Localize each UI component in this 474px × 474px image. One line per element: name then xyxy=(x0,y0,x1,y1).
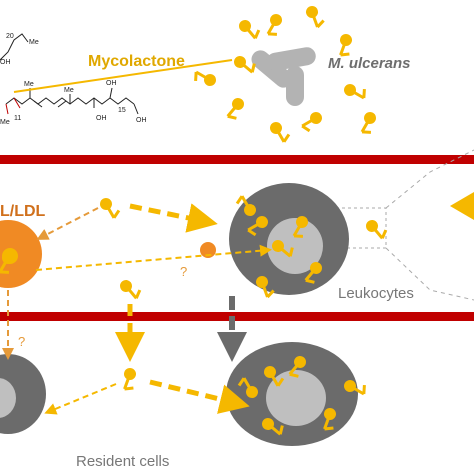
zoom-arrow-head xyxy=(450,192,474,220)
struct-oh-b: OH xyxy=(106,80,117,87)
unknown-marker-2: ? xyxy=(18,334,25,349)
mycolactone-molecule-icon xyxy=(194,70,216,86)
struct-num-15: 15 xyxy=(118,107,126,114)
mycolactone-molecule-icon xyxy=(100,198,121,219)
mycolactone-molecule-icon xyxy=(366,220,388,240)
struct-oh-d: OH xyxy=(136,117,147,124)
struct-oh-c: OH xyxy=(96,115,107,122)
mycolactone-molecules xyxy=(0,6,388,436)
arrow-lipo-to-leukocyte xyxy=(35,244,272,271)
mycolactone-molecule-icon xyxy=(344,84,366,100)
mycolactone-molecule-icon xyxy=(301,112,322,133)
mycolactone-molecule-icon xyxy=(247,216,268,237)
struct-num-20: 20 xyxy=(6,33,14,40)
mycolactone-molecule-icon xyxy=(237,377,258,398)
m-ulcerans-label: M. ulcerans xyxy=(328,55,411,72)
vessel-wall-bottom xyxy=(0,312,474,321)
mycolactone-molecule-icon xyxy=(339,34,352,57)
lipoprotein-small-1 xyxy=(200,242,216,258)
mycolactone-molecule-icon xyxy=(0,252,14,274)
lipoprotein-particle xyxy=(0,220,42,288)
mycolactone-molecule-icon xyxy=(288,356,306,378)
structure-connector-line xyxy=(13,59,233,93)
leukocyte-nucleus xyxy=(267,218,323,274)
mycolactone-molecule-icon xyxy=(344,380,366,396)
mycolactone-molecule-icon xyxy=(360,112,376,134)
resident-cell-left-nucleus xyxy=(0,378,16,418)
struct-me-d: Me xyxy=(0,119,10,126)
struct-oh-a: OH xyxy=(0,59,11,66)
mycolactone-molecule-icon xyxy=(234,56,256,74)
mycolactone-molecule-icon xyxy=(239,20,261,40)
unknown-marker-1: ? xyxy=(180,264,187,279)
struct-me-c: Me xyxy=(64,87,74,94)
zoom-lines xyxy=(385,149,474,209)
mycolactone-molecule-icon xyxy=(256,276,275,299)
arrow-mycolactone-to-lipo xyxy=(36,207,99,240)
leukocytes-label: Leukocytes xyxy=(338,285,414,302)
mycolactone-molecule-icon xyxy=(123,368,136,391)
mycolactone-molecule-icon xyxy=(235,195,256,216)
hdl-ldl-label: L/LDL xyxy=(0,203,46,220)
mycolactone-molecule-icon xyxy=(226,98,244,120)
mycolactone-molecule-icon xyxy=(120,280,142,300)
mycolactone-label: Mycolactone xyxy=(88,53,185,70)
struct-me-a: Me xyxy=(29,39,39,46)
zoom-lines-lower xyxy=(385,247,474,301)
mycolactone-molecule-icon xyxy=(270,122,291,143)
mycolactone-molecule-icon xyxy=(264,366,285,387)
resident-cells-label: Resident cells xyxy=(76,453,169,470)
arrow-to-resident-left xyxy=(44,383,117,415)
mycolactone-molecule-icon xyxy=(304,262,322,284)
arrow-to-resident-cell xyxy=(149,379,250,414)
mycolactone-chemical-structure xyxy=(0,33,139,115)
struct-num-11: 11 xyxy=(14,115,21,122)
mycolactone-molecule-icon xyxy=(306,6,325,29)
vessel-wall-top xyxy=(0,155,474,164)
m-ulcerans-bacteria-icon xyxy=(251,47,316,106)
resident-cell-left xyxy=(0,354,46,434)
mycolactone-molecule-icon xyxy=(262,418,284,436)
mycolactone-molecule-icon xyxy=(266,14,282,36)
mycolactone-molecule-icon xyxy=(272,240,294,258)
transport-arrows xyxy=(2,203,272,415)
arrow-to-leukocyte xyxy=(129,203,218,233)
mycolactone-molecule-icon xyxy=(292,216,308,238)
mycolactone-molecule-icon xyxy=(323,408,336,431)
struct-me-b: Me xyxy=(24,81,34,88)
